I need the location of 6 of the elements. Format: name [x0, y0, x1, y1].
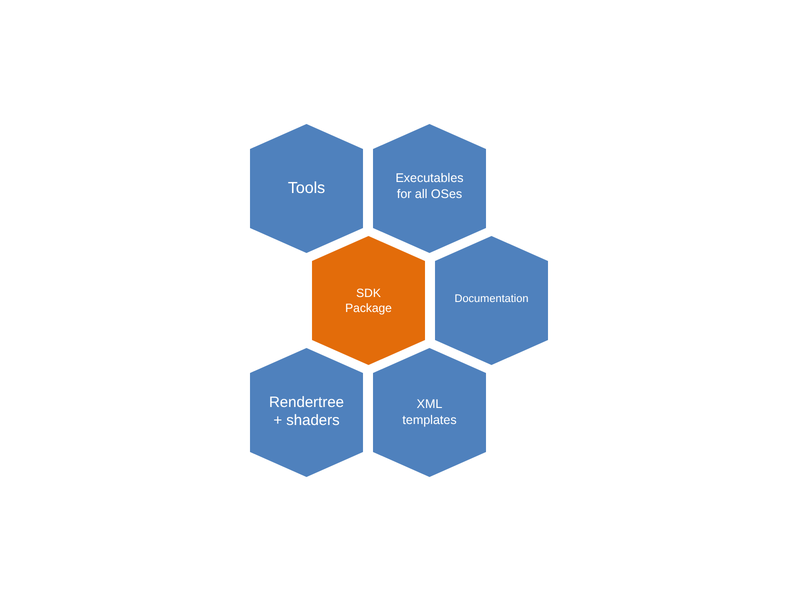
hexagon-label: SDK Package — [344, 286, 393, 316]
hexagon-label: Documentation — [454, 292, 528, 306]
hexagon-label: Executables for all OSes — [394, 171, 465, 202]
hexagon-label: Tools — [288, 178, 326, 198]
hexagon-label: XML templates — [401, 397, 458, 428]
hexagon-label: Rendertree + shaders — [268, 394, 346, 430]
